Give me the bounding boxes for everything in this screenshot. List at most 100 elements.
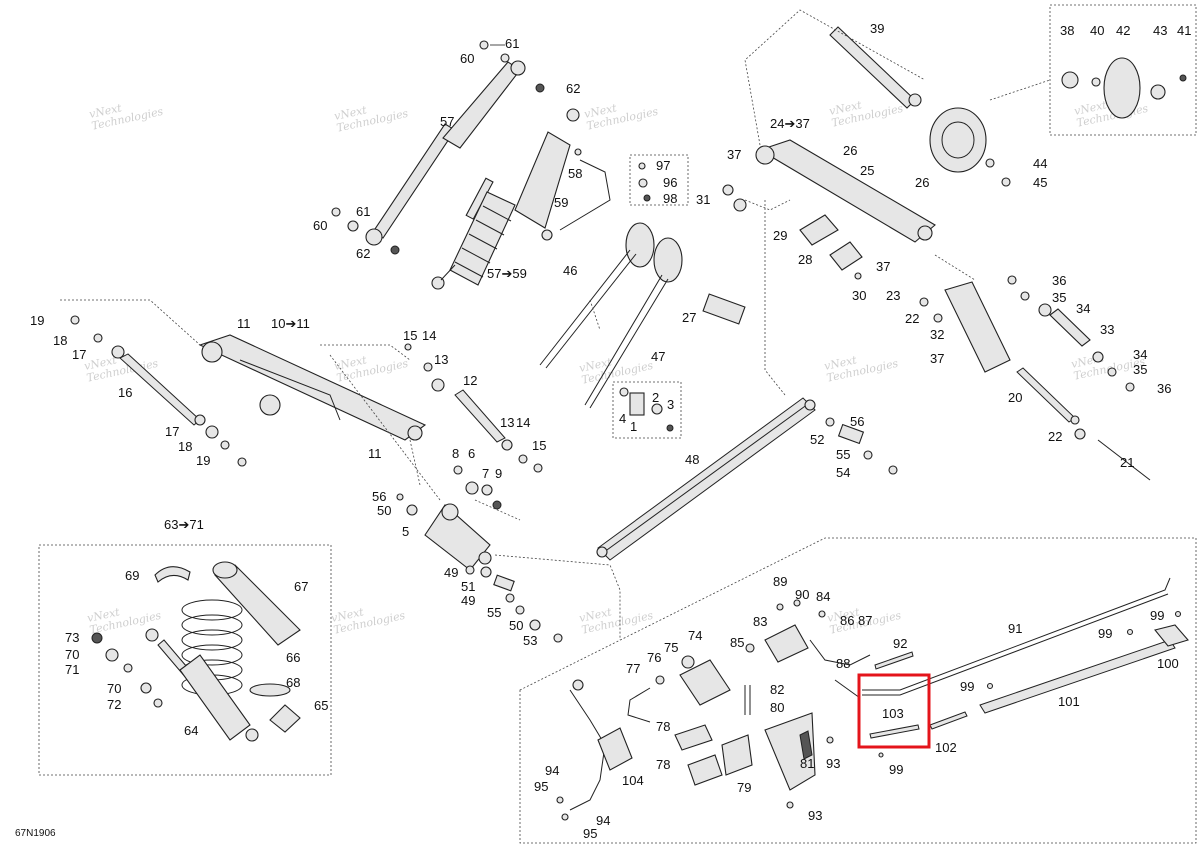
rear-idler-detail-frame (1049, 4, 1197, 136)
callout-4: 4 (619, 411, 626, 426)
long-rod-48 (596, 397, 898, 561)
callout-21: 21 (1120, 455, 1134, 470)
callout-31: 31 (696, 192, 710, 207)
callout-97: 97 (656, 158, 670, 173)
callout-55a: 55 (836, 447, 850, 462)
callout-93b: 93 (808, 808, 822, 823)
bushing-group-frame (612, 381, 682, 439)
callout-10-11: 10➔11 (271, 316, 310, 331)
callout-66: 66 (286, 650, 300, 665)
callout-11a: 11 (237, 316, 251, 331)
callout-1: 1 (630, 419, 637, 434)
callout-68: 68 (286, 675, 300, 690)
callout-37b: 37 (876, 259, 890, 274)
callout-3: 3 (667, 397, 674, 412)
shock-spring-kit-frame (38, 544, 332, 776)
callout-70b: 70 (107, 681, 121, 696)
callout-51: 51 (461, 579, 475, 594)
callout-13a: 13 (434, 352, 448, 367)
callout-69: 69 (125, 568, 139, 583)
callout-89: 89 (773, 574, 787, 589)
callout-48: 48 (685, 452, 699, 467)
callout-73: 73 (65, 630, 79, 645)
rear-shock-57 (331, 40, 545, 255)
callout-20: 20 (1008, 390, 1022, 405)
callout-37c: 37 (930, 351, 944, 366)
callout-60b: 60 (313, 218, 327, 233)
callout-35b: 35 (1133, 362, 1147, 377)
callout-95b: 95 (583, 826, 597, 841)
electrical-kit-parts (556, 599, 871, 821)
callout-84: 84 (816, 589, 830, 604)
callout-99c: 99 (960, 679, 974, 694)
callout-102: 102 (935, 740, 957, 755)
callout-64: 64 (184, 723, 198, 738)
callout-57: 57 (440, 114, 454, 129)
callout-80: 80 (770, 700, 784, 715)
callout-46: 46 (563, 263, 577, 278)
callout-5: 5 (402, 524, 409, 539)
callout-83: 83 (753, 614, 767, 629)
callout-13b: 13 (500, 415, 514, 430)
callout-9: 9 (495, 466, 502, 481)
screw-group-frame (629, 154, 689, 206)
callout-56b: 56 (372, 489, 386, 504)
callout-92: 92 (893, 636, 907, 651)
callout-98: 98 (663, 191, 677, 206)
diagram-reference-code: 67N1906 (15, 828, 56, 839)
front-shock-with-boot (431, 108, 611, 290)
callout-52: 52 (810, 432, 824, 447)
callout-99b: 99 (1098, 626, 1112, 641)
callout-15a: 15 (403, 328, 417, 343)
centre-bracket-5 (396, 465, 563, 643)
callout-59: 59 (554, 195, 568, 210)
callout-79: 79 (737, 780, 751, 795)
callout-67: 67 (294, 579, 308, 594)
callout-23: 23 (886, 288, 900, 303)
callout-19b: 19 (196, 453, 210, 468)
right-linkage (919, 275, 1151, 481)
callout-95a: 95 (534, 779, 548, 794)
callout-65: 65 (314, 698, 328, 713)
electrical-kit-frame (519, 537, 1197, 844)
callout-29: 29 (773, 228, 787, 243)
callout-70a: 70 (65, 647, 79, 662)
callout-37a: 37 (727, 147, 741, 162)
callout-62b: 62 (356, 246, 370, 261)
callout-71: 71 (65, 662, 79, 677)
callout-16: 16 (118, 385, 132, 400)
callout-36b: 36 (1157, 381, 1171, 396)
bushing-group (619, 387, 674, 432)
callout-18b: 18 (178, 439, 192, 454)
callout-103: 103 (882, 706, 904, 721)
callout-101: 101 (1058, 694, 1080, 709)
callout-91: 91 (1008, 621, 1022, 636)
callout-42: 42 (1116, 23, 1130, 38)
screw-group (638, 162, 651, 202)
callout-61b: 61 (356, 204, 370, 219)
left-rod-16 (70, 315, 247, 467)
callout-35a: 35 (1052, 290, 1066, 305)
callout-40: 40 (1090, 23, 1104, 38)
torsion-springs (539, 222, 746, 409)
callout-26a: 26 (843, 143, 857, 158)
callout-11b: 11 (368, 446, 382, 461)
callout-25: 25 (860, 163, 874, 178)
callout-82: 82 (770, 682, 784, 697)
callout-94a: 94 (545, 763, 559, 778)
callout-55b: 55 (487, 605, 501, 620)
highlight-box-103[interactable] (857, 673, 931, 749)
callout-72: 72 (107, 697, 121, 712)
callout-54: 54 (836, 465, 850, 480)
callout-50b: 50 (509, 618, 523, 633)
callout-93a: 93 (826, 756, 840, 771)
callout-78b: 78 (656, 757, 670, 772)
callout-15b: 15 (532, 438, 546, 453)
callout-24-37: 24➔37 (770, 116, 810, 131)
